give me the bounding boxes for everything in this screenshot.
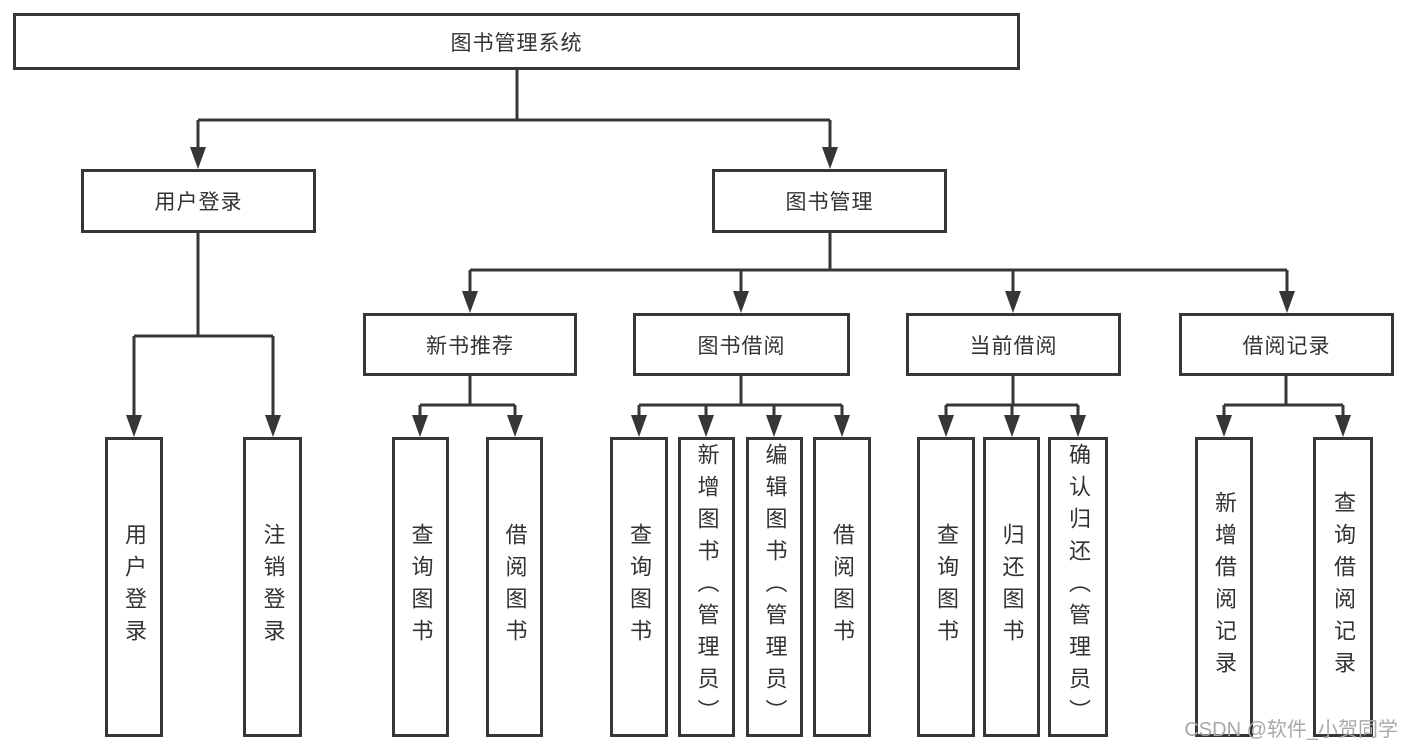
leaf-add-book-admin: 新增图书（管理员） <box>678 437 735 737</box>
leaf-add-borrow-record: 新增借阅记录 <box>1195 437 1253 737</box>
node-label: 新书推荐 <box>426 334 514 358</box>
leaf-query-books-borrowing: 查询图书 <box>610 437 668 737</box>
node-book-management: 图书管理 <box>712 169 947 233</box>
node-label: 查询图书 <box>627 523 652 651</box>
node-new-book-recommendation: 新书推荐 <box>363 313 577 376</box>
node-label: 用户登录 <box>122 523 147 651</box>
leaf-return-books: 归还图书 <box>983 437 1040 737</box>
node-system-root: 图书管理系统 <box>13 13 1020 70</box>
node-label: 新增图书（管理员） <box>694 443 720 731</box>
leaf-logout: 注销登录 <box>243 437 302 737</box>
node-label: 图书借阅 <box>697 334 786 358</box>
leaf-edit-book-admin: 编辑图书（管理员） <box>746 437 803 737</box>
leaf-user-login: 用户登录 <box>105 437 163 737</box>
node-borrowing-records: 借阅记录 <box>1179 313 1394 376</box>
node-label: 图书管理 <box>785 191 874 214</box>
node-label: 图书管理系统 <box>450 31 583 55</box>
node-label: 归还图书 <box>999 523 1025 651</box>
leaf-query-books-current: 查询图书 <box>917 437 975 737</box>
watermark: CSDN @软件_小贺同学 <box>1184 719 1398 741</box>
node-label: 用户登录 <box>154 191 243 214</box>
node-label: 当前借阅 <box>969 334 1058 358</box>
node-label: 借阅图书 <box>830 523 855 651</box>
node-label: 新增借阅记录 <box>1212 491 1237 683</box>
leaf-borrow-books-borrowing: 借阅图书 <box>813 437 871 737</box>
node-label: 查询图书 <box>934 523 959 651</box>
node-label: 查询借阅记录 <box>1331 491 1356 683</box>
node-book-borrowing: 图书借阅 <box>633 313 850 376</box>
node-label: 查询图书 <box>408 523 434 651</box>
leaf-borrow-books-recommend: 借阅图书 <box>486 437 543 737</box>
node-label: 确认归还（管理员） <box>1066 443 1091 731</box>
leaf-query-borrow-record: 查询借阅记录 <box>1313 437 1373 737</box>
leaf-query-books-recommend: 查询图书 <box>392 437 449 737</box>
leaf-confirm-return-admin: 确认归还（管理员） <box>1048 437 1108 737</box>
node-label: 注销登录 <box>260 523 286 651</box>
node-user-login: 用户登录 <box>81 169 316 233</box>
node-label: 编辑图书（管理员） <box>762 443 788 731</box>
node-current-borrowing: 当前借阅 <box>906 313 1121 376</box>
node-label: 借阅记录 <box>1242 334 1331 358</box>
node-label: 借阅图书 <box>502 523 528 651</box>
